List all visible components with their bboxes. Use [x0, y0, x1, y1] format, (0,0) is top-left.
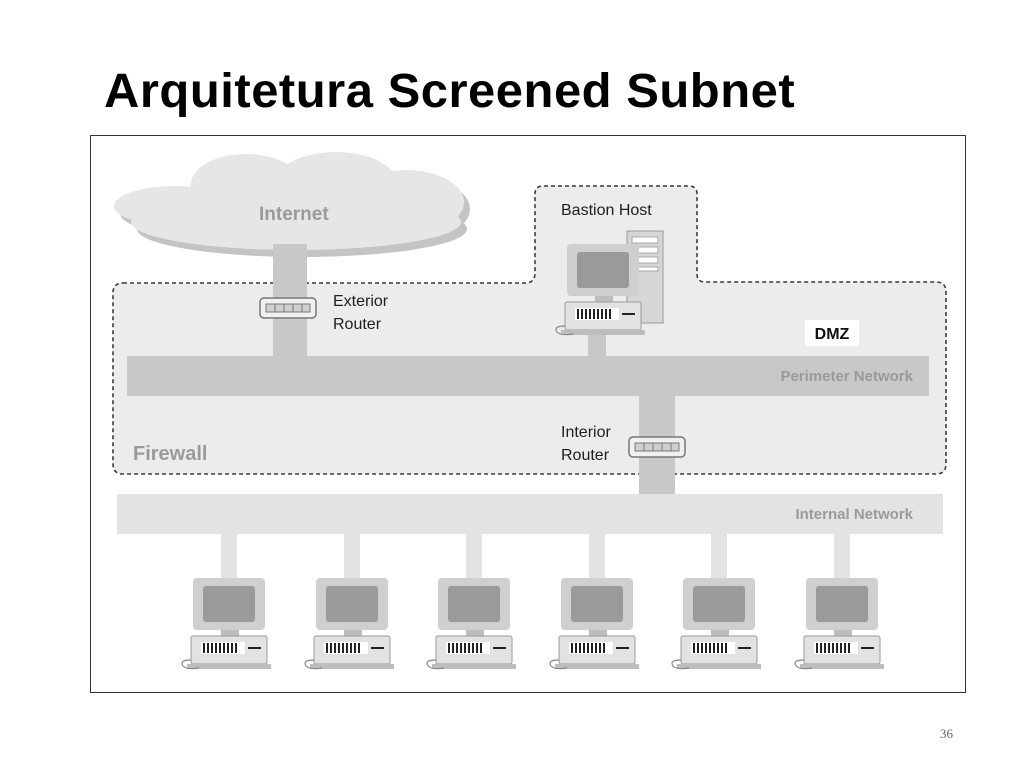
interior-router-label: Interior Router	[561, 424, 615, 464]
exterior-router-label: Exterior Router	[333, 293, 393, 333]
firewall-boundary	[112, 185, 947, 475]
firewall-label: Firewall	[133, 443, 207, 465]
dmz-label: DMZ	[815, 326, 850, 343]
network-diagram: Internet Perimeter Network Internal Netw…	[112, 152, 947, 670]
bastion-workstation-icon	[555, 243, 646, 336]
perimeter-network-label: Perimeter Network	[780, 368, 913, 385]
perimeter-network-bar	[127, 356, 929, 396]
internal-network-bar	[117, 494, 943, 534]
page-number: 36	[940, 726, 953, 741]
diagram-frame: Internet Perimeter Network Internal Netw…	[90, 135, 966, 693]
bastion-drop	[588, 332, 606, 356]
workstation-drops	[221, 534, 850, 578]
internal-network-label: Internal Network	[795, 506, 913, 523]
internal-workstation-3	[426, 577, 517, 670]
internal-workstation-1	[181, 577, 272, 670]
dmz-badge	[805, 320, 859, 346]
internet-label: Internet	[259, 204, 329, 225]
exterior-router-icon	[259, 297, 317, 319]
bastion-host-label: Bastion Host	[561, 202, 652, 219]
internal-workstation-5	[671, 577, 762, 670]
internal-workstation-4	[549, 577, 640, 670]
internal-workstation-6	[794, 577, 885, 670]
internal-workstation-2	[304, 577, 395, 670]
interior-router-icon	[628, 436, 686, 458]
internet-cloud	[114, 152, 470, 257]
slide-title: Arquitetura Screened Subnet	[104, 65, 796, 118]
